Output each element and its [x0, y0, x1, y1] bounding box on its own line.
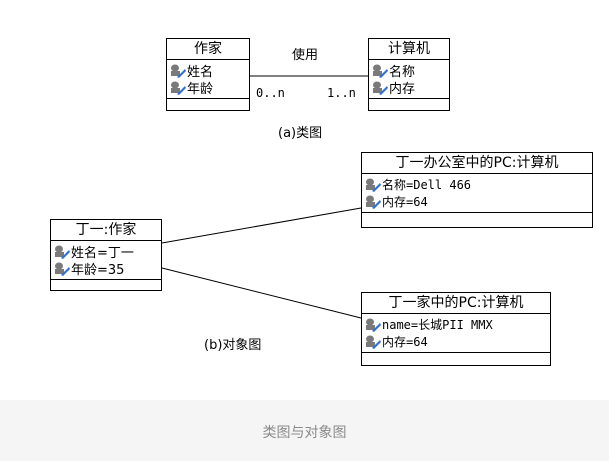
object-person-operations — [51, 280, 161, 289]
class-computer-attributes: 名称 内存 — [369, 60, 449, 99]
attribute-icon — [171, 81, 186, 95]
attribute-text: 名称=Dell 466 — [382, 178, 472, 192]
object-home-pc-attributes: name=长城PII MMX 内存=64 — [362, 314, 550, 353]
attribute-text: 内存 — [389, 82, 416, 97]
class-writer-name: 作家 — [167, 39, 249, 60]
multiplicity-right: 1..n — [327, 86, 356, 100]
attribute-text: 名称 — [389, 65, 416, 80]
object-office-pc[interactable]: 丁一办公室中的PC:计算机 名称=Dell 466 内存=64 — [361, 152, 593, 228]
attribute-row: 内存=64 — [365, 333, 550, 350]
attribute-text: name=长城PII MMX — [382, 318, 493, 332]
attribute-icon — [366, 335, 381, 349]
attribute-text: 姓名 — [187, 65, 214, 80]
link-office-pc — [161, 207, 362, 244]
attribute-row: 内存=64 — [365, 193, 592, 210]
attribute-icon — [55, 245, 70, 259]
object-home-pc-name: 丁一家中的PC:计算机 — [362, 293, 550, 314]
attribute-row: 内存 — [372, 79, 449, 97]
attribute-icon — [366, 318, 381, 332]
attribute-text: 年龄 — [187, 82, 214, 97]
object-home-pc[interactable]: 丁一家中的PC:计算机 name=长城PII MMX 内存=64 — [361, 292, 551, 366]
attribute-text: 内存=64 — [382, 335, 428, 349]
object-office-pc-operations — [362, 213, 592, 226]
class-writer[interactable]: 作家 姓名 年龄 — [166, 38, 250, 111]
attribute-text: 内存=64 — [382, 195, 428, 209]
attribute-row: 名称=Dell 466 — [365, 176, 592, 193]
multiplicity-left: 0..n — [256, 86, 285, 100]
class-diagram-caption: (a)类图 — [278, 126, 323, 141]
attribute-icon — [366, 178, 381, 192]
class-writer-attributes: 姓名 年龄 — [167, 60, 249, 99]
attribute-icon — [171, 64, 186, 78]
association-label: 使用 — [292, 48, 319, 63]
object-person[interactable]: 丁一:作家 姓名=丁一 年龄=35 — [50, 219, 162, 291]
object-home-pc-operations — [362, 353, 550, 364]
attribute-icon — [373, 64, 388, 78]
attribute-row: 姓名 — [170, 62, 249, 80]
object-diagram-caption: (b)对象图 — [204, 338, 262, 353]
class-computer-operations — [369, 99, 449, 108]
class-writer-operations — [167, 99, 249, 108]
object-office-pc-name: 丁一办公室中的PC:计算机 — [362, 153, 592, 174]
attribute-row: 年龄=35 — [54, 260, 161, 278]
attribute-row: 年龄 — [170, 79, 249, 97]
object-person-name: 丁一:作家 — [51, 220, 161, 241]
attribute-row: 名称 — [372, 62, 449, 80]
class-computer-name: 计算机 — [369, 39, 449, 60]
attribute-row: 姓名=丁一 — [54, 243, 161, 261]
attribute-icon — [366, 195, 381, 209]
attribute-row: name=长城PII MMX — [365, 316, 550, 333]
diagram-canvas: 作家 姓名 年龄 计算机 名称 内存 使用 0. — [50, 38, 593, 366]
figure-caption: 类图与对象图 — [262, 425, 347, 441]
attribute-icon — [55, 262, 70, 276]
attribute-text: 姓名=丁一 — [71, 246, 134, 261]
attribute-text: 年龄=35 — [71, 263, 125, 278]
figure-caption-bar: 类图与对象图 — [0, 400, 609, 461]
link-home-pc — [161, 267, 362, 319]
class-computer[interactable]: 计算机 名称 内存 — [368, 38, 450, 111]
object-office-pc-attributes: 名称=Dell 466 内存=64 — [362, 174, 592, 213]
attribute-icon — [373, 81, 388, 95]
object-person-attributes: 姓名=丁一 年龄=35 — [51, 241, 161, 280]
connector-lines — [161, 75, 368, 319]
